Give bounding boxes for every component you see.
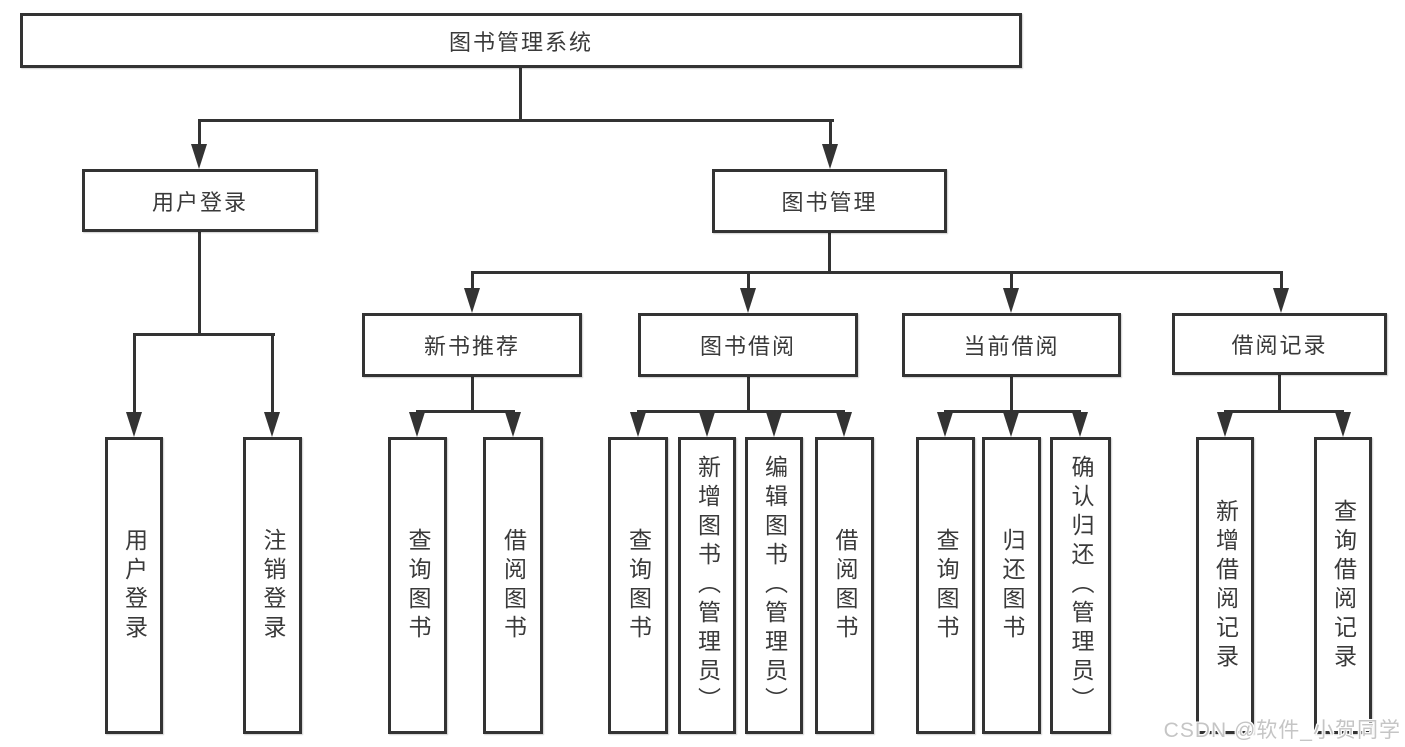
arrowhead-icon [766, 412, 782, 437]
connector-line [198, 119, 201, 151]
arrowhead-icon [1003, 412, 1019, 437]
arrowhead-icon [264, 412, 280, 437]
connector-line [747, 377, 750, 413]
connector-line [133, 333, 275, 336]
connector-line [944, 410, 1081, 413]
borrow-record-label: 借阅记录 [1231, 333, 1328, 358]
leaf-borrow-query-books: 查询图书 [608, 437, 668, 734]
csdn-watermark: CSDN @软件_小贺同学 [1163, 719, 1401, 742]
leaf-recommend-query-books-label: 查询图书 [405, 527, 431, 644]
connector-line [198, 119, 834, 122]
book-management-node: 图书管理 [712, 169, 947, 233]
leaf-current-confirm-return-admin: 确认归还（管理员） [1050, 437, 1111, 734]
leaf-borrow-query-books-label: 查询图书 [625, 527, 652, 644]
connector-line [637, 410, 845, 413]
connector-line [471, 271, 474, 293]
connector-line [1010, 377, 1013, 413]
leaf-logout-label: 注销登录 [260, 527, 286, 644]
arrowhead-icon [409, 412, 425, 437]
arrowhead-icon [126, 412, 142, 437]
leaf-current-return-books: 归还图书 [982, 437, 1041, 734]
leaf-borrow-add-books-admin-label: 新增图书（管理员） [694, 455, 721, 716]
root-node-label: 图书管理系统 [448, 29, 593, 55]
leaf-borrow-add-books-admin: 新增图书（管理员） [678, 437, 736, 734]
book-borrow-node: 图书借阅 [638, 313, 858, 377]
connector-line [829, 119, 832, 151]
leaf-recommend-query-books: 查询图书 [388, 437, 447, 734]
arrowhead-icon [191, 144, 207, 169]
arrowhead-icon [505, 412, 521, 437]
leaf-user-login: 用户登录 [105, 437, 163, 734]
current-borrow-label: 当前借阅 [963, 334, 1060, 359]
leaf-current-query-books-label: 查询图书 [933, 527, 959, 644]
arrowhead-icon [937, 412, 953, 437]
connector-line [1224, 410, 1344, 413]
arrowhead-icon [822, 144, 838, 169]
leaf-record-add-borrow-record-label: 新增借阅记录 [1212, 498, 1239, 673]
user-login-node-label: 用户登录 [151, 189, 248, 215]
arrowhead-icon [1003, 288, 1019, 313]
arrowhead-icon [1072, 412, 1088, 437]
arrowhead-icon [699, 412, 715, 437]
connector-line [416, 410, 515, 413]
leaf-record-query-borrow-record-label: 查询借阅记录 [1330, 498, 1357, 673]
connector-line [133, 333, 136, 413]
connector-line [198, 232, 201, 335]
arrowhead-icon [740, 288, 756, 313]
connector-line [471, 271, 1283, 274]
leaf-borrow-edit-books-admin-label: 编辑图书（管理员） [761, 455, 788, 716]
connector-line [1010, 271, 1013, 293]
leaf-recommend-borrow-books: 借阅图书 [483, 437, 543, 734]
borrow-record-node: 借阅记录 [1172, 313, 1387, 375]
connector-line [828, 233, 831, 273]
leaf-borrow-borrow-books: 借阅图书 [815, 437, 874, 734]
leaf-user-login-label: 用户登录 [121, 527, 148, 644]
connector-line [519, 68, 522, 122]
user-login-node: 用户登录 [82, 169, 318, 232]
root-node: 图书管理系统 [20, 13, 1022, 68]
leaf-current-query-books: 查询图书 [916, 437, 975, 734]
leaf-logout: 注销登录 [243, 437, 302, 734]
book-borrow-label: 图书借阅 [699, 334, 796, 359]
new-book-recommend-node: 新书推荐 [362, 313, 582, 377]
connector-line [271, 333, 274, 413]
connector-line [471, 377, 474, 413]
leaf-recommend-borrow-books-label: 借阅图书 [500, 527, 527, 644]
leaf-record-add-borrow-record: 新增借阅记录 [1196, 437, 1254, 734]
leaf-current-return-books-label: 归还图书 [999, 527, 1025, 644]
connector-line [747, 271, 750, 293]
leaf-current-confirm-return-admin-label: 确认归还（管理员） [1068, 455, 1094, 716]
arrowhead-icon [1217, 412, 1233, 437]
arrowhead-icon [836, 412, 852, 437]
leaf-borrow-edit-books-admin: 编辑图书（管理员） [745, 437, 803, 734]
connector-line [1278, 375, 1281, 413]
leaf-record-query-borrow-record: 查询借阅记录 [1314, 437, 1372, 734]
arrowhead-icon [1335, 412, 1351, 437]
new-book-recommend-label: 新书推荐 [423, 334, 520, 359]
leaf-borrow-borrow-books-label: 借阅图书 [832, 527, 858, 644]
arrowhead-icon [464, 288, 480, 313]
arrowhead-icon [630, 412, 646, 437]
connector-line [1280, 271, 1283, 293]
book-management-node-label: 图书管理 [781, 190, 878, 215]
current-borrow-node: 当前借阅 [902, 313, 1121, 377]
arrowhead-icon [1273, 288, 1289, 313]
